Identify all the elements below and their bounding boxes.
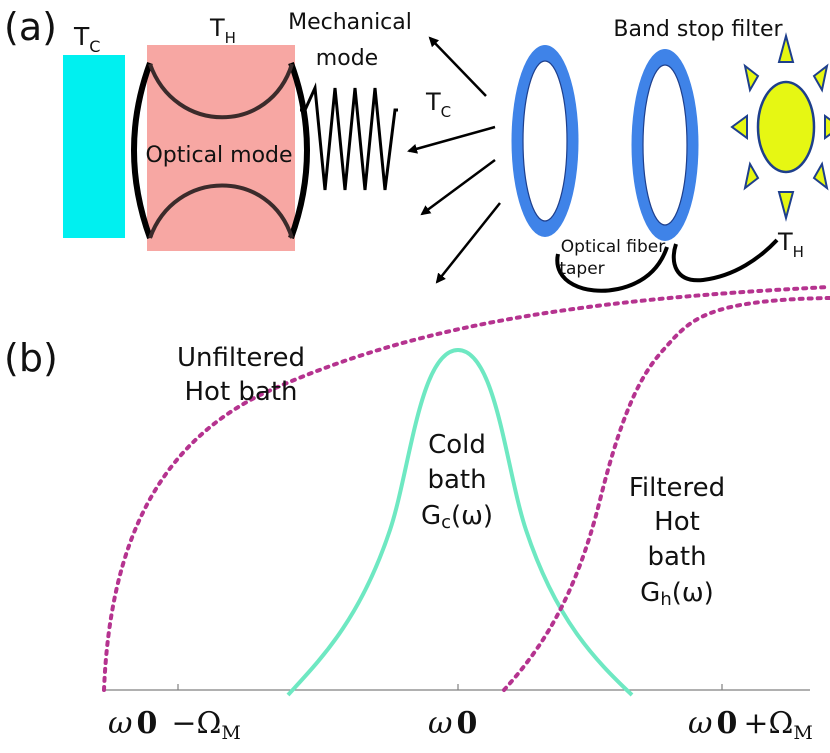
cavity-temp-label: TH <box>209 14 236 47</box>
mode-bottom <box>148 183 294 239</box>
cavity-block <box>147 45 295 251</box>
mechanical-label-2: mode <box>316 46 378 71</box>
ring-right-hole <box>642 64 688 226</box>
arrows-temp-label: TC <box>425 88 451 121</box>
right-mirror <box>288 61 310 240</box>
filtered-label-3: bath <box>647 542 706 572</box>
optical-mode-label: Optical mode <box>145 143 292 168</box>
filtered-hot-curve <box>502 296 830 692</box>
arrow-1 <box>428 36 487 97</box>
mechanical-spring <box>300 82 398 191</box>
arrow-3 <box>420 158 496 216</box>
mechanical-label-1: Mechanical <box>288 10 412 35</box>
filtered-label-1: Filtered <box>629 473 725 503</box>
mode-top <box>148 63 294 120</box>
cold-label-1: Cold <box>428 430 486 460</box>
fiber-label-1: Optical fiber <box>561 237 665 257</box>
panel-b-label: (b) <box>4 336 58 380</box>
sun-icon <box>730 32 830 222</box>
fiber-left <box>555 246 669 293</box>
cold-plate-label: TC <box>73 22 100 56</box>
filter-label: Band stop filter <box>613 17 783 42</box>
filtered-label-2: Hot <box>654 507 700 537</box>
filtered-label-4: Gh(ω) <box>640 578 714 610</box>
cold-plate <box>63 55 125 238</box>
unfiltered-hot-curve <box>102 285 830 692</box>
fiber-label-2: taper <box>559 259 604 279</box>
fiber-right <box>671 238 779 283</box>
panel-a-label: (a) <box>4 5 57 49</box>
ring-left-hole <box>522 60 568 222</box>
unfiltered-label-2: Hot bath <box>184 377 297 407</box>
arrow-2 <box>407 125 496 154</box>
cold-label-3: Gc(ω) <box>421 501 493 533</box>
sun-temp-label: TH <box>777 228 804 261</box>
cold-bath-curve <box>286 347 634 697</box>
arrow-4 <box>435 202 501 284</box>
left-mirror <box>131 61 153 240</box>
cold-label-2: bath <box>427 465 486 495</box>
unfiltered-label-1: Unfiltered <box>177 343 305 373</box>
